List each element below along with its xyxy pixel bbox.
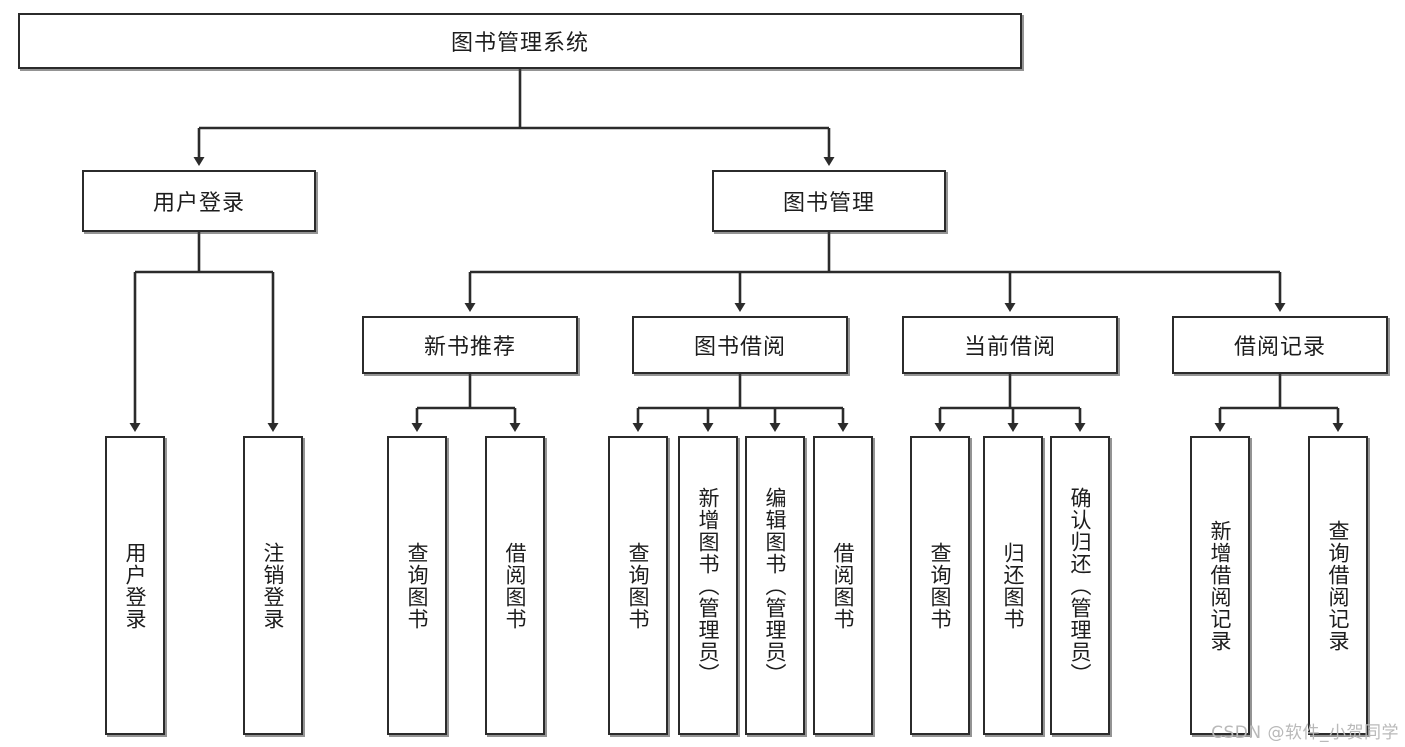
leaf-add-borrow-record[interactable]: 新增借阅记录	[1190, 436, 1250, 735]
node-root[interactable]: 图书管理系统	[18, 13, 1022, 69]
leaf-logout[interactable]: 注销登录	[243, 436, 303, 735]
leaf-query-borrow-record[interactable]: 查询借阅记录	[1308, 436, 1368, 735]
node-borrow-record[interactable]: 借阅记录	[1172, 316, 1388, 374]
node-root-label: 图书管理系统	[450, 31, 589, 56]
leaf-label: 新增借阅记录	[1208, 519, 1233, 652]
leaf-return-book[interactable]: 归还图书	[983, 436, 1043, 735]
leaf-borrow-book-recommend[interactable]: 借阅图书	[485, 436, 545, 735]
watermark: CSDN @软件_小贺同学	[1211, 723, 1399, 743]
node-new-book-recommend[interactable]: 新书推荐	[362, 316, 578, 374]
leaf-query-book-current[interactable]: 查询图书	[910, 436, 970, 735]
wire-group	[129, 69, 1344, 432]
leaf-label: 用户登录	[123, 541, 148, 630]
leaf-label: 归还图书	[1001, 541, 1026, 630]
node-current-borrow-label: 当前借阅	[963, 335, 1056, 360]
node-user-login-label: 用户登录	[152, 191, 245, 216]
node-book-borrow[interactable]: 图书借阅	[632, 316, 848, 374]
node-book-borrow-label: 图书借阅	[693, 335, 786, 360]
leaf-label: 编辑图书（管理员）	[763, 486, 788, 685]
leaf-query-book-recommend[interactable]: 查询图书	[387, 436, 447, 735]
leaf-borrow-book[interactable]: 借阅图书	[813, 436, 873, 735]
node-user-login[interactable]: 用户登录	[82, 170, 316, 232]
leaf-add-book-admin[interactable]: 新增图书（管理员）	[678, 436, 738, 735]
leaf-edit-book-admin[interactable]: 编辑图书（管理员）	[745, 436, 805, 735]
leaf-label: 查询图书	[928, 541, 953, 630]
leaf-query-book-borrow[interactable]: 查询图书	[608, 436, 668, 735]
leaf-label: 借阅图书	[831, 541, 856, 630]
leaf-label: 确认归还（管理员）	[1068, 486, 1093, 685]
node-borrow-record-label: 借阅记录	[1233, 335, 1326, 360]
leaf-label: 借阅图书	[503, 541, 528, 630]
leaf-label: 注销登录	[261, 541, 286, 630]
node-book-management-label: 图书管理	[782, 191, 875, 216]
node-new-book-recommend-label: 新书推荐	[423, 335, 516, 360]
leaf-confirm-return-admin[interactable]: 确认归还（管理员）	[1050, 436, 1110, 735]
node-book-management[interactable]: 图书管理	[712, 170, 946, 232]
leaf-user-login[interactable]: 用户登录	[105, 436, 165, 735]
leaf-label: 查询图书	[405, 541, 430, 630]
leaf-label: 新增图书（管理员）	[696, 486, 721, 685]
leaf-label: 查询图书	[626, 541, 651, 630]
leaf-label: 查询借阅记录	[1326, 519, 1351, 652]
node-current-borrow[interactable]: 当前借阅	[902, 316, 1118, 374]
